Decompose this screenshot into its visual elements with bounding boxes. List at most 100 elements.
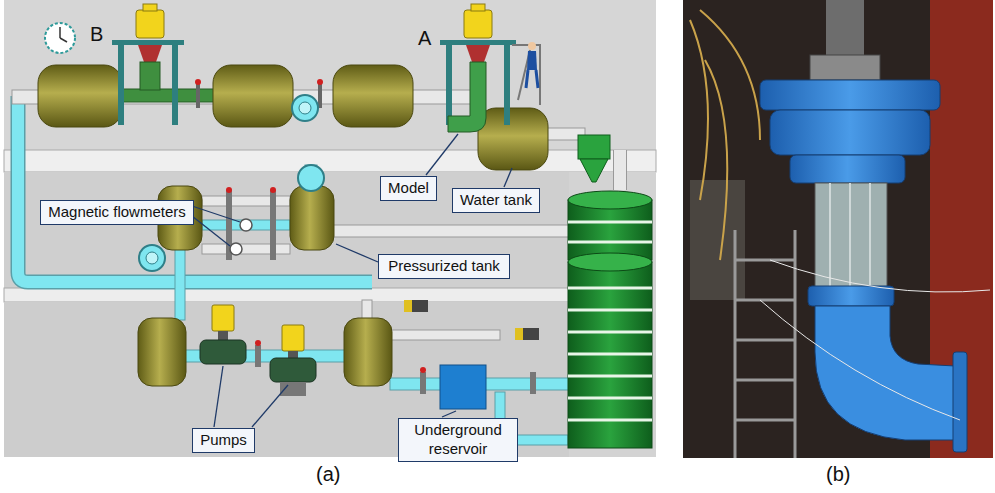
floor-levels-part — [4, 150, 656, 172]
test-stand-b-part — [138, 45, 162, 62]
callout-box: Underground reservoir — [398, 418, 518, 462]
flowmeter-symbols-part — [292, 95, 318, 121]
pumps-drawing-part — [200, 340, 246, 364]
tanks-part — [138, 318, 186, 386]
photo-panel-part — [683, 0, 993, 458]
callout-box: Pumps — [192, 428, 255, 453]
test-stand-b-part — [118, 45, 124, 125]
photo-panel-part — [770, 110, 930, 155]
leader-lines-part — [192, 216, 230, 246]
station-label: A — [418, 28, 431, 48]
callout-box: Magnetic flowmeters — [40, 200, 194, 225]
test-stand-a-part — [446, 45, 452, 125]
wall-clock-part — [45, 23, 75, 53]
pumps-drawing-part — [282, 325, 304, 351]
test-stand-a-part — [504, 45, 510, 125]
storage-tank-part — [568, 222, 652, 420]
callout-text: Pressurized tank — [388, 257, 500, 274]
photo-panel-part — [760, 260, 990, 420]
test-stand-b-part — [136, 10, 164, 38]
photo-panel-part — [953, 352, 967, 452]
reservoir-and-instruments-part — [515, 328, 539, 340]
callout-box: Model — [380, 176, 437, 201]
storage-tank — [568, 191, 652, 448]
flowmeter-symbols-part — [299, 102, 311, 114]
valves-part — [226, 187, 232, 193]
test-stand-a-part — [527, 51, 537, 70]
flowmeter-symbols-part — [298, 165, 324, 191]
panel-label: (a) — [316, 464, 340, 484]
water-pipes-part — [202, 196, 290, 206]
photo-panel-part — [690, 10, 760, 260]
tanks-part — [344, 318, 392, 386]
water-pipes — [12, 89, 620, 445]
callout-text: Model — [388, 179, 429, 196]
water-pipes-part — [202, 220, 290, 230]
photo-panel-part — [690, 180, 745, 300]
valves-part — [420, 367, 426, 373]
callout-box: Water tank — [452, 188, 540, 213]
water-pipes-part — [202, 244, 290, 254]
pumps-drawing-part — [270, 358, 316, 382]
valves-part — [270, 190, 276, 260]
separator-part — [580, 159, 608, 182]
panel-label: (b) — [826, 464, 850, 484]
reservoir-and-instruments-part — [404, 300, 428, 312]
tanks-part — [38, 65, 122, 127]
valves-part — [420, 372, 426, 394]
leader-lines-part — [252, 385, 288, 427]
test-stand-a-part — [512, 45, 540, 105]
floor-levels — [4, 0, 656, 457]
water-pipes-part — [120, 89, 216, 102]
test-stand-a-part — [440, 40, 516, 45]
test-stand-b-part — [172, 45, 178, 125]
callout-text: Pumps — [200, 431, 247, 448]
leader-lines-part — [214, 366, 223, 427]
photo-panel-part — [790, 155, 905, 183]
floor-levels-part — [4, 0, 656, 150]
leader-lines-part — [442, 411, 456, 417]
pumps-drawing-part — [212, 305, 234, 331]
reservoir-and-instruments-part — [440, 365, 486, 409]
separator — [578, 135, 610, 182]
valves-part — [530, 372, 536, 394]
valves-part — [196, 84, 200, 108]
panel-label-text: (a) — [316, 463, 340, 485]
test-stand-a-part — [528, 42, 536, 50]
separator-part — [578, 135, 610, 159]
tanks-part — [213, 65, 293, 127]
floor-levels-part — [4, 302, 569, 457]
wall-clock-part — [59, 27, 61, 38]
test-stand-a-part — [526, 70, 538, 88]
reservoir-and-instruments-part — [515, 328, 523, 340]
station-label-text: A — [418, 27, 431, 49]
leader-lines-part — [336, 244, 378, 262]
photo-panel-part — [830, 183, 870, 288]
station-label-text: B — [90, 23, 103, 45]
leader-lines-part — [426, 134, 458, 175]
tanks-part — [478, 108, 548, 170]
callout-text: Water tank — [460, 191, 532, 208]
storage-tank-part — [568, 253, 652, 271]
leader-lines-part — [504, 168, 512, 187]
pumps-drawing — [200, 305, 316, 396]
photo-panel-part — [815, 306, 955, 440]
valves-part — [317, 79, 323, 85]
valves-part — [195, 79, 201, 85]
tanks-part — [333, 65, 413, 127]
test-stand-a-part — [464, 10, 492, 38]
photo-panel-part — [735, 230, 795, 458]
wall-clock-part — [60, 38, 67, 42]
floor-levels-part — [4, 172, 569, 288]
reservoir-and-instruments — [404, 300, 539, 409]
test-stand-b-part — [140, 62, 160, 90]
valves-part — [270, 187, 276, 193]
photo-panel-part — [808, 286, 894, 306]
reservoir-and-instruments-part — [404, 300, 412, 312]
test-stand-a-part — [471, 4, 485, 11]
photo-panel-part — [760, 80, 940, 110]
floor-levels-part — [569, 172, 656, 457]
wall-clock — [45, 23, 75, 53]
station-label: B — [90, 24, 103, 44]
